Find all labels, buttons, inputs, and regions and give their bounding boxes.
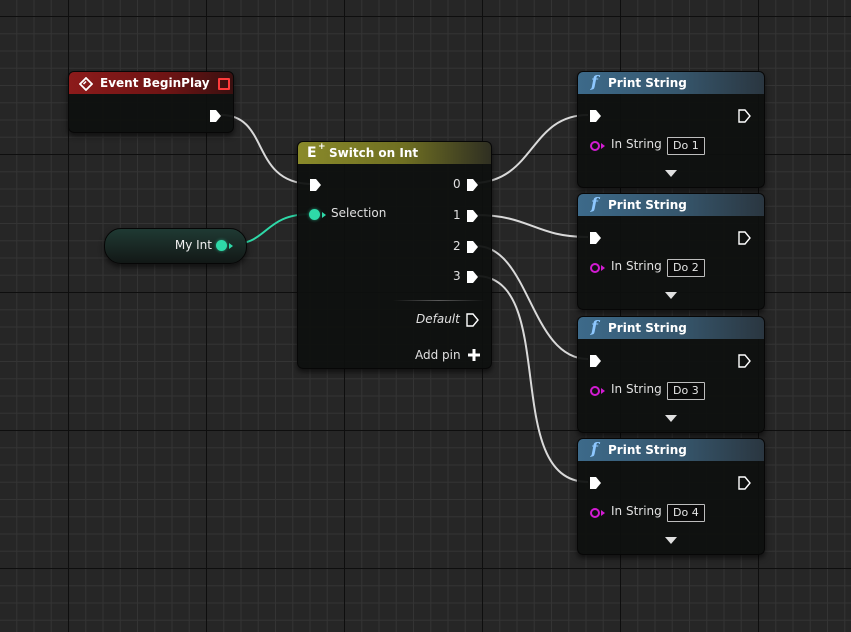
my-int-variable-node[interactable]: My Int [104,228,247,264]
selection-pin-arrow-icon [322,212,326,218]
print-string-title: Print String [608,198,687,212]
print-string-title: Print String [608,76,687,90]
string-pin-arrow-icon [601,510,605,516]
variable-label: My Int [174,238,212,252]
case-0-label: 0 [453,177,461,191]
selection-label: Selection [331,206,387,220]
print-string-node-4[interactable]: f Print String In String Do 4 [577,438,765,555]
in-string-label: In String [611,259,662,273]
in-string-label: In String [611,504,662,518]
in-string-value-field[interactable]: Do 2 [667,259,705,277]
default-label: Default [416,312,460,326]
in-string-pin[interactable] [590,141,600,151]
event-beginplay-node[interactable]: Event BeginPlay [68,71,234,133]
switch-divider [393,300,485,301]
expand-chevron-icon[interactable] [665,170,677,177]
expand-chevron-icon[interactable] [665,415,677,422]
in-string-label: In String [611,137,662,151]
in-string-value-field[interactable]: Do 4 [667,504,705,522]
in-string-value-field[interactable]: Do 3 [667,382,705,400]
function-icon: f [591,72,598,91]
event-diamond-icon [79,77,93,91]
function-icon: f [591,317,598,336]
string-pin-arrow-icon [601,388,605,394]
case-1-label: 1 [453,208,461,222]
event-node-title: Event BeginPlay [100,76,210,90]
int-output-pin[interactable] [216,240,227,251]
function-icon: f [591,194,598,213]
print-string-header[interactable]: f Print String [578,439,764,461]
add-pin-label[interactable]: Add pin [415,348,461,362]
print-string-title: Print String [608,321,687,335]
switch-node-header[interactable]: E + Switch on Int [298,142,491,164]
expand-chevron-icon[interactable] [665,292,677,299]
function-icon: f [591,439,598,458]
switch-node-title: Switch on Int [329,146,419,160]
print-string-node-3[interactable]: f Print String In String Do 3 [577,316,765,433]
print-string-header[interactable]: f Print String [578,72,764,94]
selection-input-pin[interactable] [309,209,320,220]
print-string-header[interactable]: f Print String [578,317,764,339]
case-3-label: 3 [453,269,461,283]
print-string-header[interactable]: f Print String [578,194,764,216]
print-string-node-1[interactable]: f Print String In String Do 1 [577,71,765,188]
int-pin-arrow-icon [229,243,233,249]
case-2-label: 2 [453,239,461,253]
switch-icon-plus: + [318,142,326,152]
print-string-node-2[interactable]: f Print String In String Do 2 [577,193,765,310]
expand-chevron-icon[interactable] [665,537,677,544]
print-string-title: Print String [608,443,687,457]
in-string-value-field[interactable]: Do 1 [667,137,705,155]
delegate-pin-icon[interactable] [218,78,230,90]
add-pin-plus-icon[interactable] [468,349,480,361]
string-pin-arrow-icon [601,143,605,149]
switch-icon: E [307,145,317,161]
in-string-pin[interactable] [590,386,600,396]
in-string-pin[interactable] [590,263,600,273]
in-string-pin[interactable] [590,508,600,518]
switch-on-int-node[interactable]: E + Switch on Int Selection 0 1 2 3 Defa… [297,141,492,369]
string-pin-arrow-icon [601,265,605,271]
event-node-header[interactable]: Event BeginPlay [69,72,233,94]
in-string-label: In String [611,382,662,396]
